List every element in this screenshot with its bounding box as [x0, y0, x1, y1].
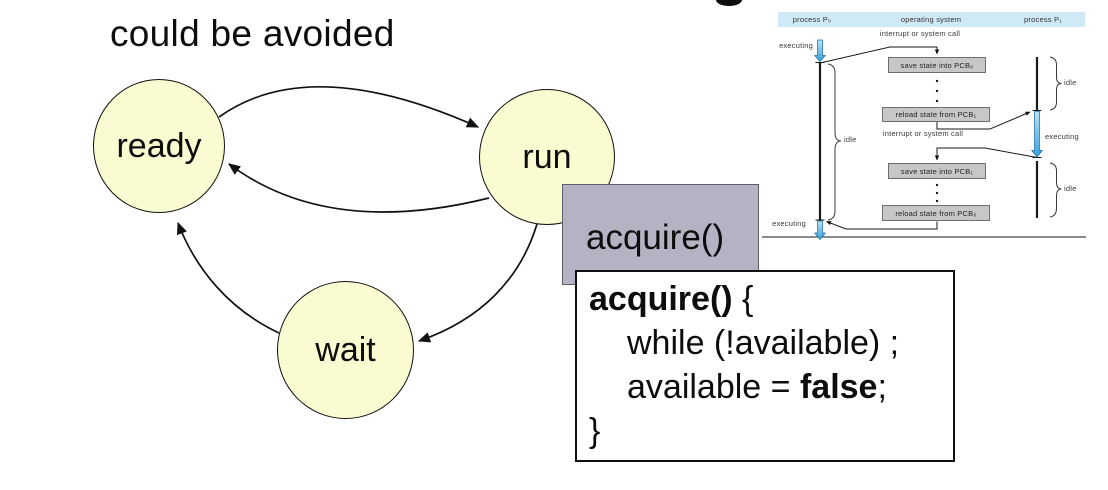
context-switch-lines [762, 39, 1086, 241]
executing-arrow-p0-bottom [813, 220, 827, 241]
code-acquire-keyword: acquire() [589, 280, 733, 318]
executing-label-right: executing [1045, 132, 1079, 141]
header-process-p0: process P₀ [792, 15, 832, 24]
box-reload-state-pcb0: reload state from PCB₀ [882, 205, 990, 221]
figure-header-band: process P₀ operating system process P₁ [778, 12, 1085, 27]
context-switch-figure: process P₀ operating system process P₁ i… [760, 0, 1108, 250]
page-title: could be avoided [110, 13, 395, 54]
arrow-run-to-wait [417, 223, 538, 343]
code-line-3: available = false; [589, 365, 953, 409]
code-line-1-rest: { [732, 280, 754, 318]
ellipsis-dots [935, 79, 939, 203]
code-line-3-post: ; [877, 368, 887, 406]
interrupt-label-top: interrupt or system call [879, 29, 961, 38]
state-ready-label: ready [116, 126, 202, 165]
state-wait: wait [277, 281, 414, 419]
connector-reload0-to-p0 [826, 221, 938, 230]
idle-brace-right-bottom [1049, 162, 1062, 218]
code-line-1: acquire() { [589, 277, 953, 321]
acquire-callout-label: acquire() [586, 218, 725, 257]
code-line-4: } [589, 412, 601, 450]
connector-reload1-to-p1 [936, 111, 1031, 130]
code-line-2: while (!available) ; [627, 324, 900, 362]
cropped-text-fragment [716, 0, 742, 6]
box-save-state-pcb0: save state into PCB₀ [888, 57, 986, 73]
interrupt-label-mid: interrupt or system call [882, 129, 964, 138]
arrow-ready-to-run [218, 85, 480, 128]
state-wait-label: wait [315, 330, 376, 369]
header-operating-system: operating system [900, 15, 962, 24]
box-reload-state-pcb1: reload state from PCB₁ [882, 107, 990, 122]
arrow-wait-to-ready [177, 221, 280, 334]
idle-brace-right-top [1049, 56, 1062, 111]
box-save-state-pcb1: save state into PCB₁ [888, 163, 986, 179]
header-process-p1: process P₁ [1024, 15, 1062, 24]
idle-label-right-bottom: idle [1064, 184, 1077, 193]
connector-p1-to-save1 [934, 147, 1038, 161]
executing-arrow-p1 [1030, 111, 1044, 158]
arrow-run-to-ready [228, 163, 490, 213]
idle-label-right-top: idle [1064, 78, 1077, 87]
code-line-3-pre: available = [627, 368, 800, 406]
connector-p0-to-save0 [819, 46, 940, 64]
state-ready: ready [93, 79, 225, 213]
executing-arrow-p0-top [813, 39, 827, 63]
idle-brace-left [827, 63, 842, 221]
executing-label-top-left: executing [779, 41, 813, 50]
state-run-label: run [522, 137, 572, 176]
acquire-code-box: acquire() { while (!available) ; availab… [575, 270, 955, 462]
acquire-callout: acquire() [562, 184, 759, 285]
executing-label-bottom-left: executing [772, 219, 806, 228]
idle-label-left: idle [844, 135, 857, 144]
code-false-keyword: false [799, 368, 878, 406]
